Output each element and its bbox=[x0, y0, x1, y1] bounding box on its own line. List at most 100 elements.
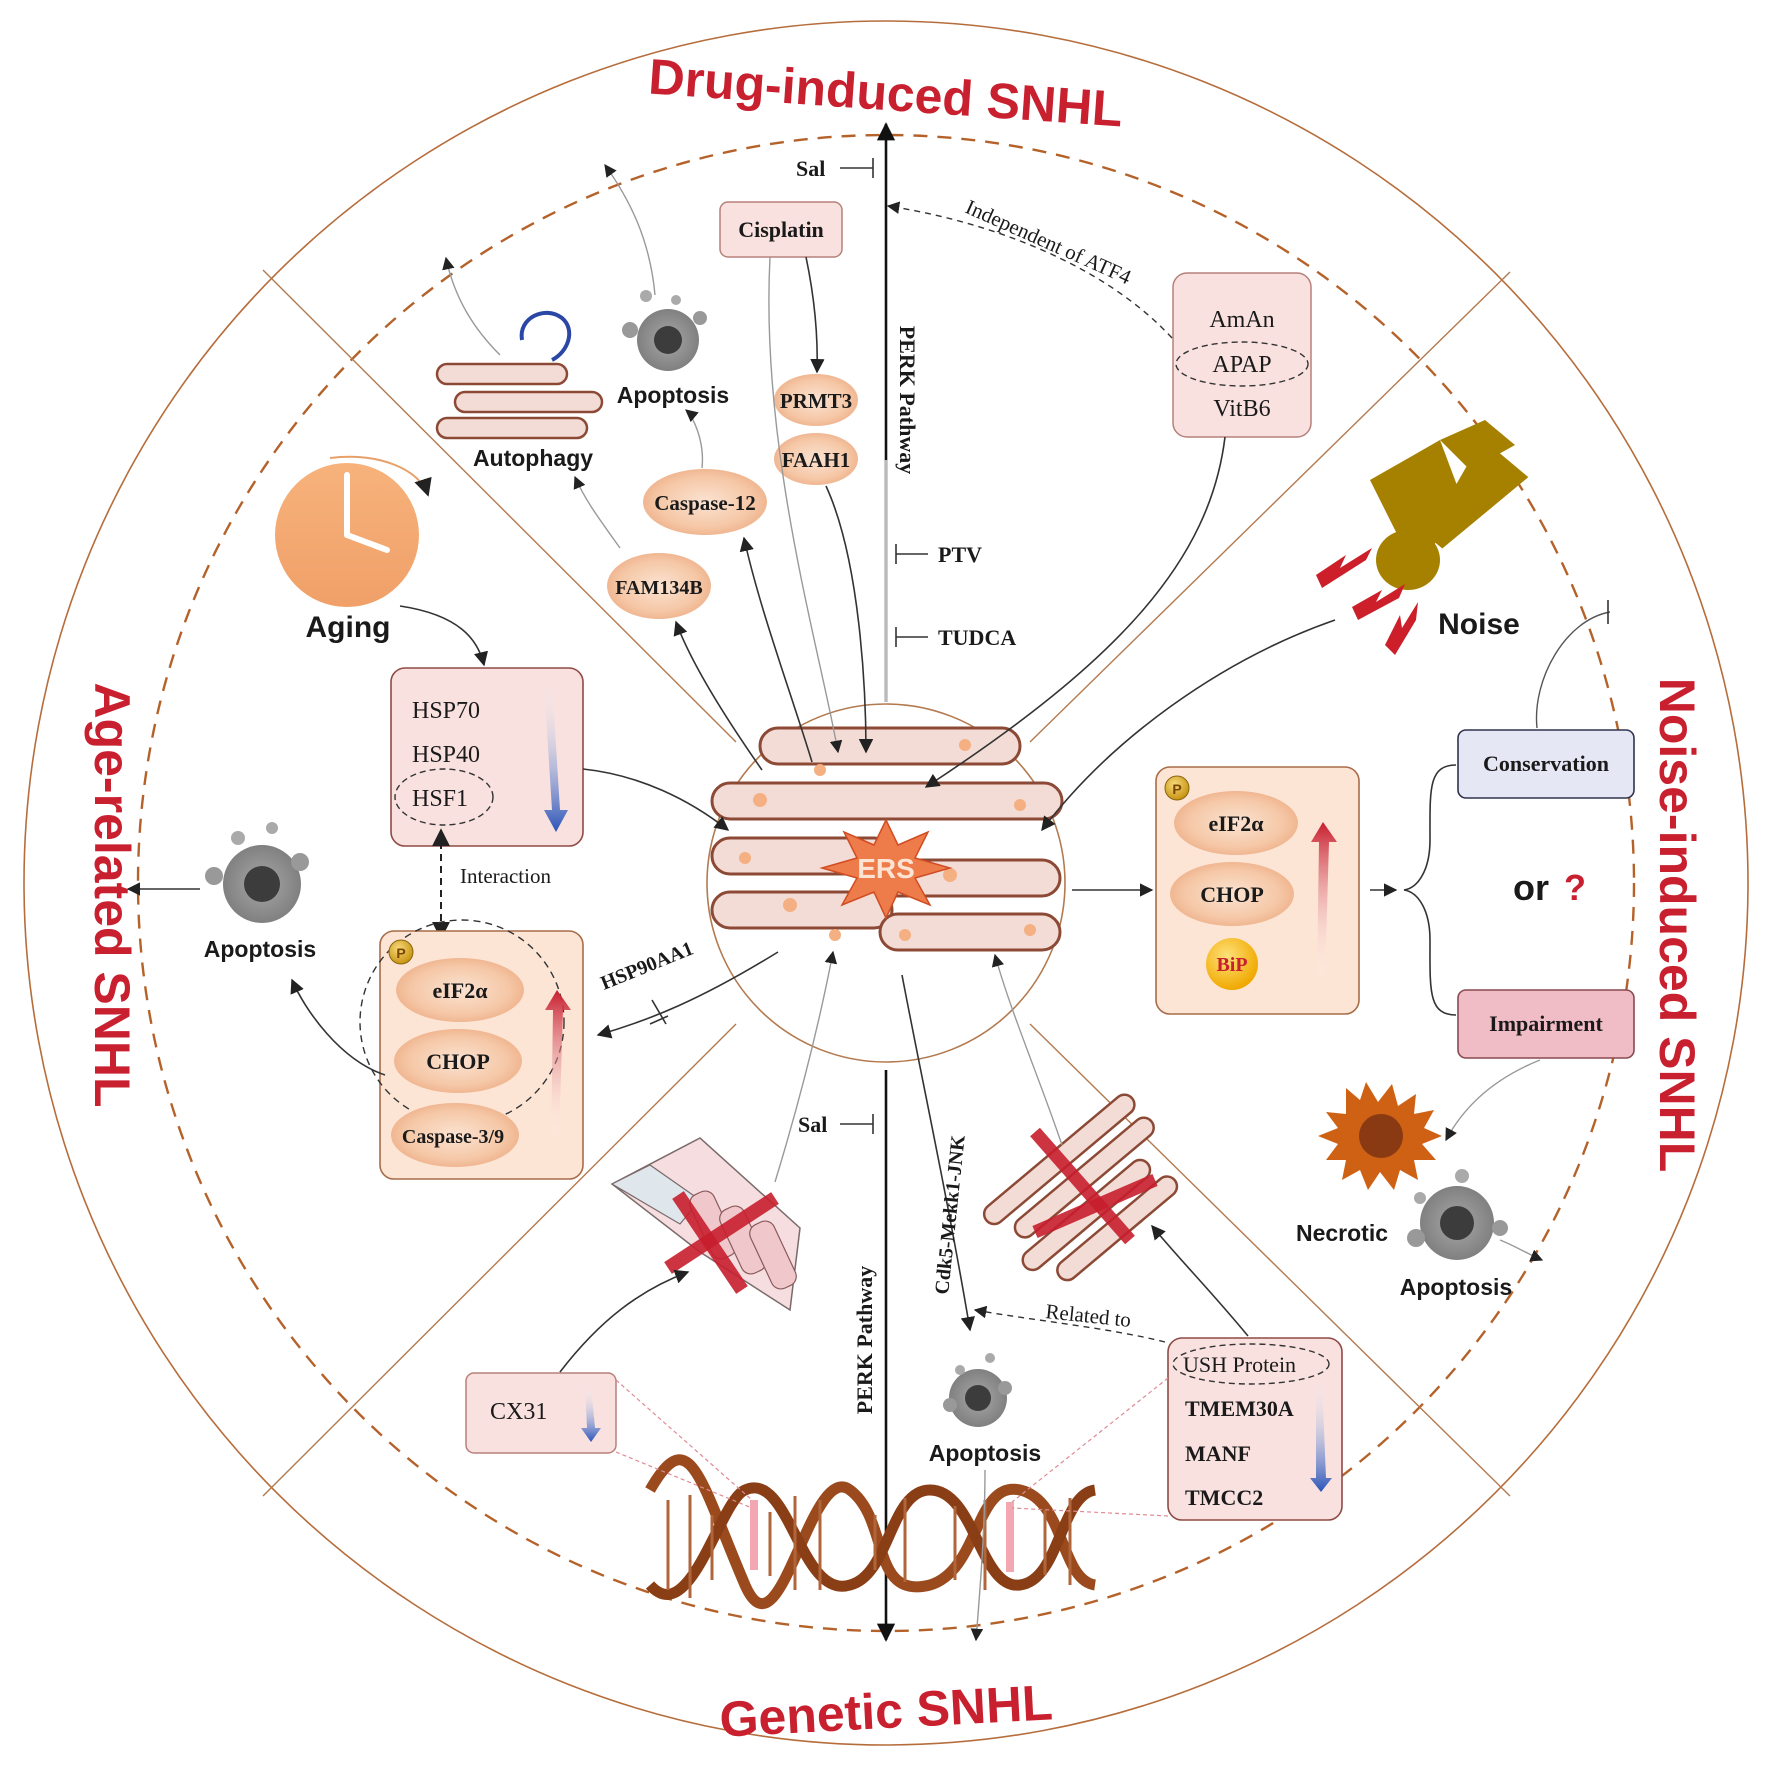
arrow-apoptosis-out-noise bbox=[1499, 1239, 1544, 1262]
arrow-marker-apoptosis-age bbox=[290, 978, 386, 1076]
manf-label: MANF bbox=[1185, 1441, 1251, 1466]
hsp-decrease-arrow bbox=[544, 682, 568, 832]
arrow-er-caspase12 bbox=[739, 536, 813, 763]
arrow-aging-hsp bbox=[399, 605, 488, 667]
hsp-box bbox=[390, 667, 584, 847]
age-caspase39-label: Caspase-3/9 bbox=[402, 1126, 504, 1148]
outcome-brace bbox=[1403, 764, 1457, 1016]
arrow-caspase12-apoptosis bbox=[685, 409, 704, 469]
faah1-label: FAAH1 bbox=[782, 448, 850, 472]
arrow-cisplatin-prmt3 bbox=[805, 256, 825, 374]
conservation-inhibit-arrow bbox=[1535, 611, 1611, 729]
cx31-dna-link2 bbox=[615, 1451, 753, 1509]
fam134b-label: FAM134B bbox=[615, 577, 702, 599]
noise-phos-label: P bbox=[1172, 781, 1181, 797]
faah1-oval bbox=[774, 433, 858, 485]
cdk-pathway-label: Cdk5-Mekk1-JNK bbox=[931, 1134, 970, 1296]
cisplatin-label: Cisplatin bbox=[738, 217, 824, 242]
ush-decrease-arrow bbox=[1310, 1380, 1332, 1492]
perk-pathway-label-top: PERK Pathway bbox=[895, 326, 920, 475]
noise-chop-oval bbox=[1170, 862, 1294, 926]
cx31-label: CX31 bbox=[490, 1399, 547, 1425]
or-label: or bbox=[1513, 867, 1549, 908]
sal-label-bottom: Sal bbox=[798, 1112, 827, 1137]
caspase12-label: Caspase-12 bbox=[654, 491, 756, 515]
tudca-label: TUDCA bbox=[938, 625, 1016, 650]
independent-atf4-label: Independent of ATF4 bbox=[962, 195, 1135, 290]
noise-eif2a-label: eIF2α bbox=[1208, 811, 1264, 836]
cx31-dna-link1 bbox=[615, 1379, 753, 1501]
compound-apap: APAP bbox=[1212, 352, 1271, 378]
apoptosis-label-noise: Apoptosis bbox=[1400, 1274, 1512, 1300]
ush-protein-label: USH Protein bbox=[1183, 1352, 1296, 1377]
speaker-icon bbox=[1370, 420, 1529, 590]
er-crossed-icon bbox=[982, 1093, 1179, 1282]
arrow-apoptosis-out-genetic bbox=[970, 1469, 986, 1642]
conservation-box[interactable] bbox=[1457, 729, 1635, 799]
age-phos-badge bbox=[388, 939, 414, 965]
autophagy-label: Autophagy bbox=[473, 445, 593, 471]
apoptosis-cell-genetic bbox=[943, 1353, 1012, 1427]
autophagosome-icon bbox=[519, 310, 572, 362]
ush-protein-box bbox=[1167, 1337, 1343, 1521]
arrow-hsp-er bbox=[582, 768, 730, 831]
arrow-er-markerbox bbox=[596, 951, 779, 1039]
arrow-compounds-er bbox=[924, 436, 1226, 788]
cx31-box bbox=[465, 1372, 617, 1454]
center-circle bbox=[706, 703, 1066, 1063]
arrow-fam134b-autophagy bbox=[573, 475, 621, 549]
sal-inhibit-top bbox=[840, 158, 874, 178]
ush-dna-link1 bbox=[1011, 1377, 1169, 1503]
arrow-er-cdk-apoptosis bbox=[901, 974, 975, 1332]
compound-aman: AmAn bbox=[1209, 307, 1274, 333]
arrow-faah1-er bbox=[825, 485, 874, 754]
aging-label: Aging bbox=[306, 611, 391, 644]
hsf1-label: HSF1 bbox=[412, 786, 468, 812]
apoptosis-label-age: Apoptosis bbox=[204, 936, 316, 962]
impairment-box[interactable] bbox=[1457, 989, 1635, 1059]
sound-wave-icon bbox=[1316, 548, 1418, 655]
compound-box bbox=[1172, 272, 1312, 438]
apoptosis-cell-noise bbox=[1407, 1169, 1508, 1260]
prmt3-label: PRMT3 bbox=[780, 389, 852, 413]
tmem30a-label: TMEM30A bbox=[1185, 1396, 1294, 1421]
perk-pathway-label-bottom: PERK Pathway bbox=[852, 1266, 877, 1415]
sal-label-top: Sal bbox=[796, 156, 825, 181]
clock-icon bbox=[275, 455, 432, 607]
impairment-label: Impairment bbox=[1489, 1011, 1603, 1036]
hair-cell-crossed-icon bbox=[610, 1137, 801, 1312]
compound-vitb6: VitB6 bbox=[1213, 396, 1270, 422]
arrow-cisplatin-er bbox=[768, 256, 843, 754]
ush-dna-link2 bbox=[1011, 1507, 1169, 1517]
interaction-label: Interaction bbox=[460, 864, 551, 888]
er-central bbox=[710, 726, 1064, 952]
sal-inhibit-bottom bbox=[840, 1114, 874, 1134]
age-increase-arrow bbox=[545, 990, 571, 1140]
noise-label: Noise bbox=[1438, 608, 1520, 641]
apoptosis-cell-age bbox=[205, 822, 309, 923]
arrow-er-genetic-upper bbox=[991, 953, 1063, 1146]
related-to-label: Related to bbox=[1044, 1299, 1132, 1332]
apap-highlight bbox=[1175, 341, 1309, 387]
sector-title-noise: Noise-induced SNHL bbox=[1649, 678, 1705, 1172]
hsp40-label: HSP40 bbox=[412, 742, 480, 768]
tmcc2-label: TMCC2 bbox=[1185, 1485, 1263, 1510]
outer-ring bbox=[23, 20, 1749, 1746]
prmt3-oval bbox=[774, 374, 858, 426]
noise-eif2a-oval bbox=[1174, 791, 1298, 855]
ers-label: ERS bbox=[857, 853, 915, 884]
noise-increase-arrow bbox=[1311, 822, 1337, 980]
fam134b-oval bbox=[607, 553, 711, 619]
age-chop-oval bbox=[394, 1029, 522, 1093]
cisplatin-box bbox=[719, 201, 843, 258]
arrow-noise-er bbox=[1041, 619, 1336, 832]
hsp90aa1-label: HSP90AA1 bbox=[598, 938, 697, 995]
age-chop-label: CHOP bbox=[426, 1049, 490, 1074]
sector-title-age: Age-related SNHL bbox=[84, 682, 140, 1107]
arrow-cx31-haircell bbox=[559, 1269, 690, 1373]
bip-label: BiP bbox=[1216, 954, 1247, 976]
age-eif2a-label: eIF2α bbox=[432, 978, 488, 1003]
hsp90aa1-inhibit bbox=[649, 999, 669, 1025]
apoptosis-cell-drug bbox=[622, 290, 707, 371]
